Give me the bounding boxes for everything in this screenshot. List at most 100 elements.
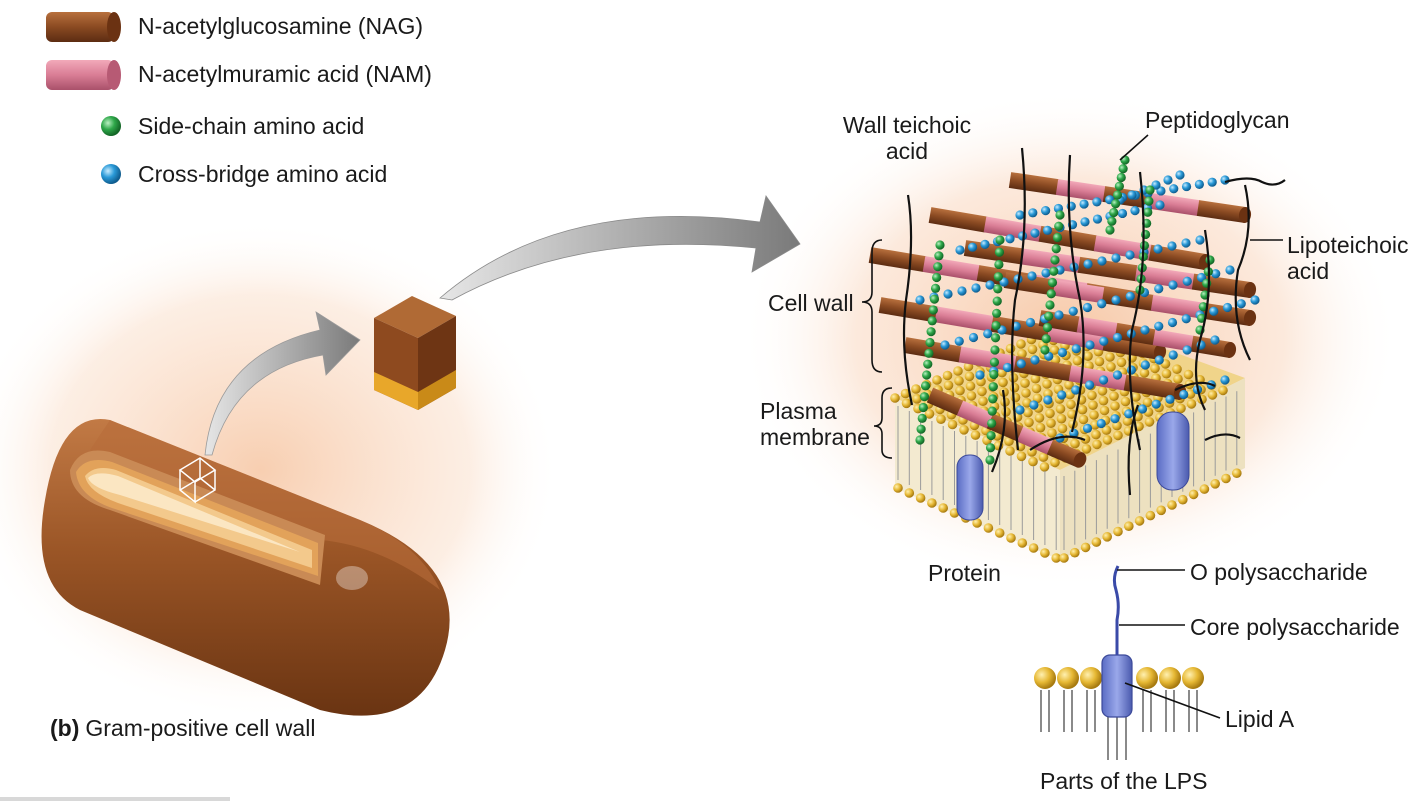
membrane-head [1097, 386, 1108, 396]
cross-bridge-amino-acid [1154, 284, 1164, 294]
legend-label-side-chain: Side-chain amino acid [138, 113, 365, 139]
side-chain-amino-acid [988, 382, 998, 392]
side-chain-amino-acid [919, 392, 930, 402]
cross-bridge-amino-acid [954, 336, 964, 346]
side-chain-amino-acid [922, 370, 932, 380]
membrane-head [1099, 405, 1110, 416]
cross-bridge-amino-acid [1092, 197, 1102, 207]
cross-bridge-amino-acid [955, 245, 965, 255]
membrane-head [1131, 392, 1141, 402]
membrane-head [943, 380, 954, 391]
label-lipoteichoic-line2: acid [1287, 258, 1330, 284]
cross-bridge-amino-acid [1154, 355, 1164, 365]
side-chain-amino-acid [992, 308, 1002, 318]
cross-bridge-amino-acid [1168, 350, 1178, 360]
legend-label-nag: N-acetylglucosamine (NAG) [138, 13, 424, 39]
membrane-head [1020, 378, 1030, 389]
cross-bridge-amino-acid [1015, 210, 1025, 220]
membrane-head [1017, 349, 1027, 359]
membrane-head [1186, 399, 1197, 409]
side-chain-amino-acid [1140, 229, 1151, 240]
side-chain-amino-acid [986, 430, 996, 441]
side-chain-amino-acid [1112, 190, 1123, 200]
membrane-head [942, 370, 953, 381]
cross-bridge-amino-acid [940, 340, 950, 350]
membrane-head [1176, 403, 1186, 414]
side-chain-amino-acid [1109, 207, 1119, 218]
membrane-head [1005, 343, 1016, 354]
cross-bridge-amino-acid [1098, 375, 1109, 385]
membrane-head [932, 375, 942, 385]
membrane-head [1006, 533, 1016, 543]
membrane-head [1023, 407, 1033, 418]
side-chain-amino-acid [1118, 164, 1128, 174]
cross-bridge-amino-acid [1057, 390, 1067, 400]
side-chain-amino-acid [993, 284, 1003, 294]
membrane-head [1139, 368, 1150, 378]
membrane-head [1183, 369, 1194, 380]
side-chain-amino-acid [988, 394, 998, 404]
membrane-head [1083, 351, 1093, 362]
membrane-head [1081, 444, 1092, 454]
side-chain-amino-acid [1050, 255, 1060, 265]
membrane-head [970, 430, 981, 440]
side-chain-amino-acid [1040, 345, 1050, 355]
cross-bridge-amino-acid [1151, 399, 1161, 409]
lps-structure [1034, 565, 1204, 760]
membrane-head [1113, 526, 1123, 537]
cross-bridge-amino-acid [1130, 206, 1140, 216]
cross-bridge-amino-acid [1097, 299, 1107, 309]
label-protein: Protein [928, 560, 1001, 586]
side-chain-amino-acid [928, 305, 938, 315]
membrane-head [1045, 408, 1055, 419]
membrane-head [1028, 456, 1038, 467]
cross-bridge-amino-acid [1211, 269, 1221, 279]
cross-bridge-amino-acid [1140, 325, 1150, 335]
cross-bridge-amino-acid [983, 329, 993, 339]
side-chain-amino-acid [987, 418, 997, 428]
side-chain-amino-acid [1114, 181, 1124, 191]
side-chain-amino-acid [992, 296, 1002, 306]
cross-bridge-amino-acid [980, 239, 990, 249]
cross-bridge-amino-acid [1110, 414, 1120, 424]
side-chain-amino-acid [932, 272, 942, 283]
label-lipid-a: Lipid A [1225, 706, 1295, 732]
membrane-head [1067, 409, 1077, 420]
cross-bridge-amino-acid [1220, 375, 1230, 385]
side-chain-amino-acid [1107, 216, 1117, 226]
cross-bridge-amino-acid [1057, 347, 1068, 358]
cross-bridge-amino-acid [1140, 360, 1150, 370]
side-chain-amino-acid [1045, 300, 1055, 310]
membrane-head [1016, 339, 1026, 349]
membrane-head [1070, 547, 1080, 558]
side-chain-amino-acid [1205, 255, 1215, 265]
cross-bridge-amino-acid [1030, 228, 1040, 238]
membrane-head [1080, 434, 1091, 444]
side-chain-amino-acid [985, 455, 995, 465]
membrane-head [1142, 397, 1153, 408]
cross-bridge-amino-acid [1127, 190, 1137, 200]
side-chain-amino-acid [989, 357, 1000, 367]
glycan-strand [928, 207, 1212, 271]
membrane-head [1030, 373, 1041, 384]
cross-bridge-amino-acid [1092, 214, 1103, 224]
cross-bridge-amino-acid [915, 295, 925, 305]
cross-bridge-amino-acid [1236, 299, 1246, 309]
zoom-arrow-1 [204, 311, 361, 456]
membrane-head [1150, 363, 1160, 374]
side-chain-amino-acid [991, 320, 1001, 331]
membrane-head [1016, 451, 1027, 462]
cross-bridge-amino-acid [1117, 208, 1128, 219]
membrane-head [1042, 379, 1052, 389]
cross-bridge-amino-acid [1082, 423, 1093, 433]
membrane-head [1024, 417, 1034, 428]
cross-bridge-amino-acid [1155, 200, 1165, 210]
legend-green-sphere-icon [101, 116, 121, 136]
membrane-head [1055, 404, 1066, 414]
caption-text: Gram-positive cell wall [85, 715, 316, 741]
membrane-head [1124, 521, 1134, 531]
side-chain-amino-acid [1041, 334, 1051, 344]
cross-bridge-amino-acid [1071, 385, 1081, 395]
membrane-head [1092, 439, 1102, 450]
side-chain-amino-acid [1044, 311, 1054, 321]
